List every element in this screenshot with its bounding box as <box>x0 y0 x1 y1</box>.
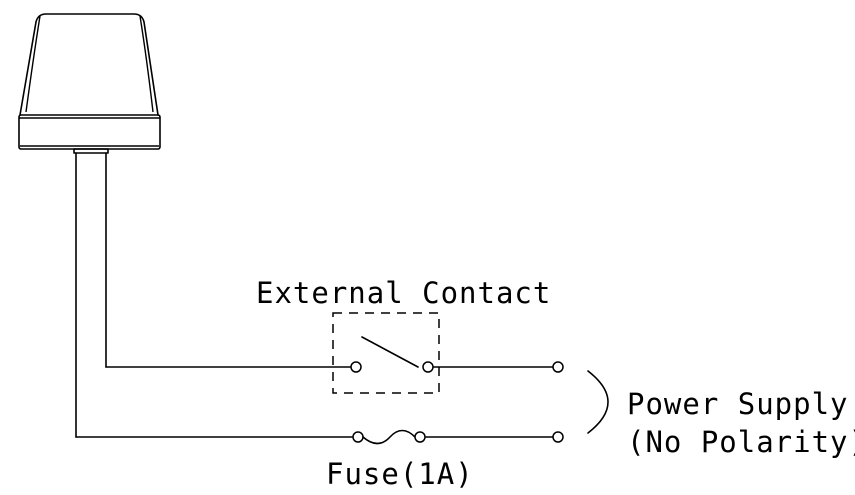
fuse-icon <box>352 429 426 445</box>
signal-lamp-icon <box>18 13 161 154</box>
power-supply-label: Power Supply <box>627 387 849 421</box>
power-terminal-bottom <box>552 431 564 443</box>
external-contact-label: External Contact <box>256 276 551 310</box>
no-polarity-label: (No Polarity) <box>627 425 855 459</box>
power-supply-terminals <box>552 361 564 443</box>
power-terminal-top <box>552 361 564 373</box>
power-supply-bracket <box>587 370 609 434</box>
fuse-label: Fuse(1A) <box>326 457 474 491</box>
lamp-leads <box>75 152 107 438</box>
switch-icon <box>350 336 434 373</box>
external-contact-box <box>332 312 440 394</box>
